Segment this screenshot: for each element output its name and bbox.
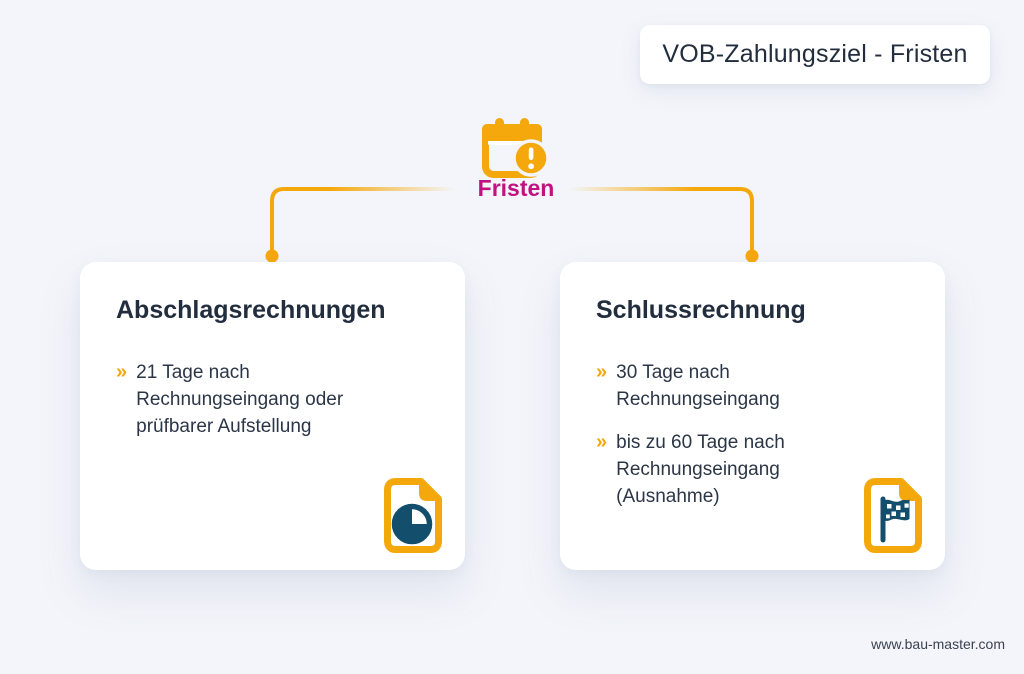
list-item: » 30 Tage nach Rechnungseingang xyxy=(596,359,909,413)
connector-right-dot xyxy=(745,249,759,263)
bullet-text: 30 Tage nach Rechnungseingang xyxy=(616,362,780,410)
header-title-box: VOB-Zahlungsziel - Fristen xyxy=(640,25,990,84)
website-url: www.bau-master.com xyxy=(871,636,1005,652)
list-item: » 21 Tage nach Rechnungseingang oder prü… xyxy=(116,359,429,440)
bullet-text: 21 Tage nach Rechnungseingang oder prüfb… xyxy=(136,362,344,437)
card-title: Abschlagsrechnungen xyxy=(116,296,386,324)
bullet-marker: » xyxy=(116,361,128,383)
bullet-marker: » xyxy=(596,431,608,453)
bullet-marker: » xyxy=(596,361,608,383)
document-finish-flag-icon xyxy=(864,478,922,553)
page-title: VOB-Zahlungsziel - Fristen xyxy=(662,40,968,68)
center-label: Fristen xyxy=(477,175,555,201)
bullet-text: bis zu 60 Tage nach Rechnungseingang (Au… xyxy=(616,432,785,507)
card-abschlagsrechnungen: Abschlagsrechnungen » 21 Tage nach Rechn… xyxy=(80,262,465,570)
calendar-alert-icon xyxy=(479,118,551,178)
card-schlussrechnung: Schlussrechnung » 30 Tage nach Rechnungs… xyxy=(560,262,945,570)
list-item: » bis zu 60 Tage nach Rechnungseingang (… xyxy=(596,429,909,510)
connector-left-dot xyxy=(265,249,279,263)
card-title: Schlussrechnung xyxy=(596,296,806,324)
document-pie-chart-icon xyxy=(384,478,442,553)
